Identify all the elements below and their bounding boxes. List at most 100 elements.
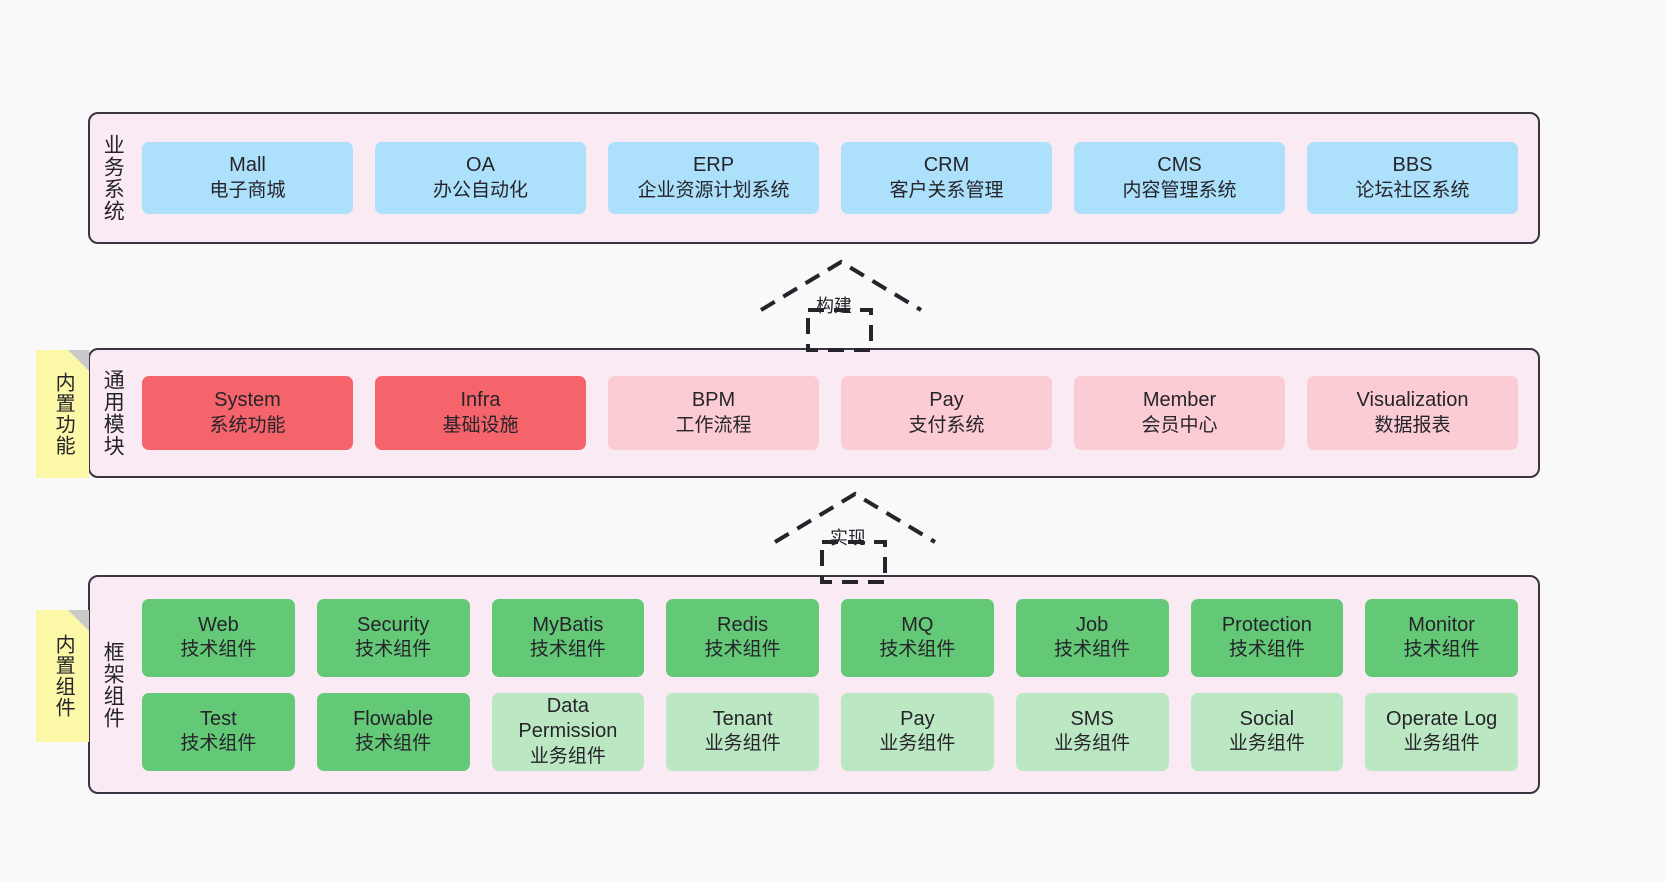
note-builtin-components: 内置组件 [36, 610, 89, 742]
card-title: Monitor [1408, 613, 1475, 636]
card-title: CRM [923, 154, 970, 177]
card-mybatis[interactable]: MyBatis 技术组件 [491, 598, 645, 677]
layer-title-business-system: 业务系统 [101, 134, 125, 222]
card-sms[interactable]: SMS 业务组件 [1015, 692, 1169, 771]
card-subtitle: 技术组件 [1228, 639, 1305, 661]
card-data-permission[interactable]: Data Permission 业务组件 [491, 692, 645, 771]
card-subtitle: 技术组件 [180, 639, 257, 661]
card-title: Tenant [712, 707, 773, 730]
card-flowable[interactable]: Flowable 技术组件 [316, 692, 470, 771]
card-erp[interactable]: ERP 企业资源计划系统 [608, 142, 819, 214]
card-title: ERP [692, 154, 735, 177]
card-social[interactable]: Social 业务组件 [1190, 692, 1344, 771]
card-title: Visualization [1356, 389, 1469, 412]
card-subtitle: 技术组件 [529, 639, 606, 661]
card-subtitle: 技术组件 [1403, 639, 1480, 661]
connector-implement-arrow: 实现 [770, 490, 940, 584]
card-title: Data [546, 694, 589, 717]
card-title: Web [197, 613, 239, 636]
card-title: Redis [717, 613, 769, 636]
card-title-line2: Permission [518, 720, 618, 743]
layer-business-system: 业务系统 Mall 电子商城 OA 办公自动化 ERP 企业资源计划系统 CRM… [88, 112, 1540, 244]
card-pay-module[interactable]: Pay 支付系统 [841, 376, 1052, 450]
card-title: Social [1239, 707, 1295, 730]
card-test[interactable]: Test 技术组件 [142, 692, 295, 771]
card-title: Infra [460, 389, 501, 412]
layer-framework-components: 框架组件 Web 技术组件 Security 技术组件 MyBatis 技术组件… [88, 575, 1540, 794]
card-web[interactable]: Web 技术组件 [142, 598, 295, 677]
card-subtitle: 技术组件 [704, 639, 781, 661]
card-subtitle: 技术组件 [355, 733, 432, 755]
card-bpm[interactable]: BPM 工作流程 [608, 376, 819, 450]
note-builtin-features: 内置功能 [36, 350, 89, 478]
layer-general-modules: 通用模块 System 系统功能 Infra 基础设施 BPM 工作流程 Pay… [88, 348, 1540, 478]
card-title: CMS [1157, 154, 1202, 177]
card-monitor[interactable]: Monitor 技术组件 [1365, 598, 1518, 677]
card-visualization[interactable]: Visualization 数据报表 [1307, 376, 1518, 450]
card-subtitle: 电子商城 [209, 179, 286, 201]
card-job[interactable]: Job 技术组件 [1015, 598, 1169, 677]
card-row: System 系统功能 Infra 基础设施 BPM 工作流程 Pay 支付系统… [142, 376, 1518, 450]
card-title: Flowable [353, 707, 434, 730]
card-title: BBS [1392, 154, 1433, 177]
card-subtitle: 会员中心 [1141, 414, 1218, 436]
card-row: Mall 电子商城 OA 办公自动化 ERP 企业资源计划系统 CRM 客户关系… [142, 142, 1518, 214]
card-member[interactable]: Member 会员中心 [1074, 376, 1285, 450]
card-mq[interactable]: MQ 技术组件 [841, 598, 994, 677]
card-title: Pay [929, 389, 964, 412]
card-row: Web 技术组件 Security 技术组件 MyBatis 技术组件 Redi… [142, 598, 1518, 677]
card-subtitle: 基础设施 [442, 414, 519, 436]
card-title: Operate Log [1386, 707, 1498, 730]
card-subtitle: 企业资源计划系统 [637, 179, 790, 201]
card-title: Member [1142, 389, 1217, 412]
card-redis[interactable]: Redis 技术组件 [666, 598, 819, 677]
card-title: Security [357, 613, 430, 636]
card-subtitle: 业务组件 [1228, 733, 1305, 755]
card-subtitle: 技术组件 [355, 639, 432, 661]
card-subtitle: 支付系统 [908, 414, 985, 436]
card-system[interactable]: System 系统功能 [142, 376, 353, 450]
card-title: BPM [691, 389, 736, 412]
card-infra[interactable]: Infra 基础设施 [375, 376, 586, 450]
card-subtitle: 内容管理系统 [1122, 179, 1237, 201]
card-tenant[interactable]: Tenant 业务组件 [666, 692, 819, 771]
card-subtitle: 工作流程 [675, 414, 752, 436]
card-title: Mall [229, 154, 266, 177]
connector-implement-label: 实现 [830, 528, 866, 548]
card-subtitle: 客户关系管理 [889, 179, 1004, 201]
card-subtitle: 系统功能 [209, 414, 286, 436]
card-title: Test [200, 707, 237, 730]
card-subtitle: 技术组件 [879, 639, 956, 661]
card-bbs[interactable]: BBS 论坛社区系统 [1307, 142, 1518, 214]
card-oa[interactable]: OA 办公自动化 [375, 142, 586, 214]
card-subtitle: 业务组件 [704, 733, 781, 755]
card-security[interactable]: Security 技术组件 [316, 598, 470, 677]
card-subtitle: 技术组件 [180, 733, 257, 755]
card-title: Pay [900, 707, 935, 730]
layer-body-framework-components: Web 技术组件 Security 技术组件 MyBatis 技术组件 Redi… [134, 577, 1538, 792]
card-title: System [214, 389, 281, 412]
card-cms[interactable]: CMS 内容管理系统 [1074, 142, 1285, 214]
card-subtitle: 业务组件 [1054, 733, 1131, 755]
card-title: Protection [1221, 613, 1312, 636]
card-subtitle: 论坛社区系统 [1355, 179, 1470, 201]
card-subtitle: 技术组件 [1054, 639, 1131, 661]
card-subtitle: 办公自动化 [432, 179, 528, 201]
layer-title-framework-components: 框架组件 [101, 640, 125, 729]
card-row: Test 技术组件 Flowable 技术组件 Data Permission … [142, 692, 1518, 771]
layer-title-general-modules: 通用模块 [101, 369, 125, 457]
card-pay-component[interactable]: Pay 业务组件 [841, 692, 994, 771]
card-subtitle: 业务组件 [1403, 733, 1480, 755]
card-subtitle: 数据报表 [1374, 414, 1451, 436]
connector-build-arrow: 构建 [756, 258, 926, 352]
layer-body-general-modules: System 系统功能 Infra 基础设施 BPM 工作流程 Pay 支付系统… [134, 350, 1538, 476]
card-mall[interactable]: Mall 电子商城 [142, 142, 353, 214]
card-title: Job [1076, 613, 1109, 636]
card-operate-log[interactable]: Operate Log 业务组件 [1365, 692, 1518, 771]
card-protection[interactable]: Protection 技术组件 [1190, 598, 1344, 677]
card-subtitle: 业务组件 [879, 733, 956, 755]
card-title: MyBatis [532, 613, 604, 636]
card-crm[interactable]: CRM 客户关系管理 [841, 142, 1052, 214]
card-subtitle: 业务组件 [529, 745, 606, 767]
